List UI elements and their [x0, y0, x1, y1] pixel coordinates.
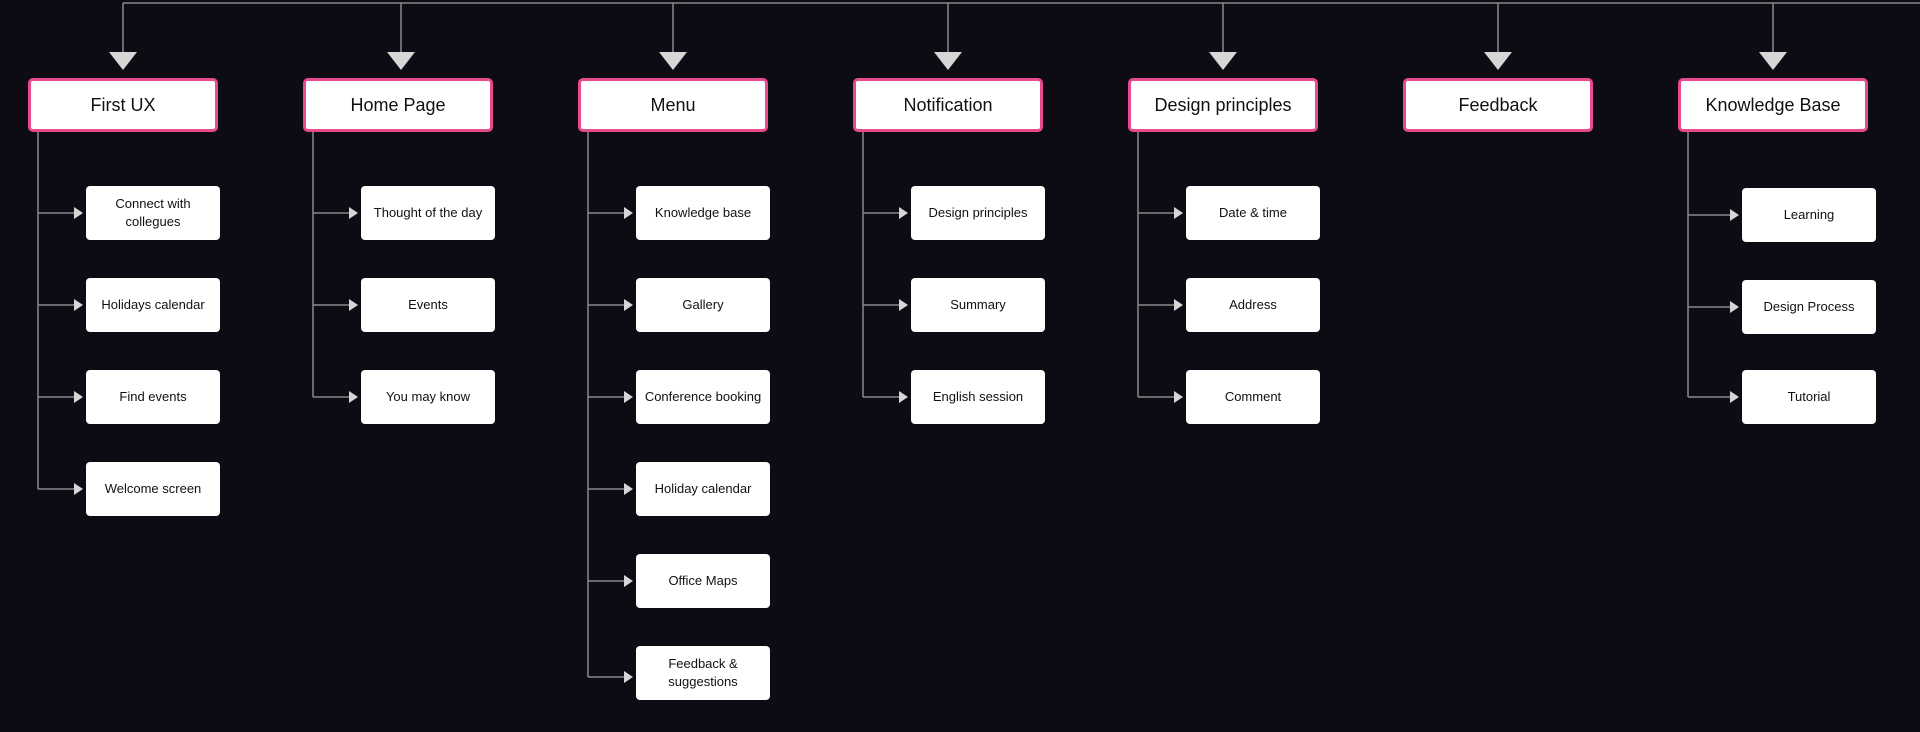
right-arrow-icon	[349, 207, 358, 219]
child-node[interactable]: Design principles	[911, 186, 1045, 240]
right-arrow-icon	[899, 207, 908, 219]
child-node[interactable]: Holiday calendar	[636, 462, 770, 516]
child-node[interactable]: Thought of the day	[361, 186, 495, 240]
root-node[interactable]: Menu	[578, 78, 768, 132]
child-node[interactable]: Connect with collegues	[86, 186, 220, 240]
root-node[interactable]: Knowledge Base	[1678, 78, 1868, 132]
right-arrow-icon	[624, 671, 633, 683]
down-arrow-icon	[387, 52, 415, 70]
right-arrow-icon	[624, 575, 633, 587]
right-arrow-icon	[1174, 207, 1183, 219]
child-node[interactable]: Events	[361, 278, 495, 332]
child-node[interactable]: Gallery	[636, 278, 770, 332]
right-arrow-icon	[74, 483, 83, 495]
right-arrow-icon	[1730, 391, 1739, 403]
child-node[interactable]: English session	[911, 370, 1045, 424]
right-arrow-icon	[1730, 209, 1739, 221]
down-arrow-icon	[1209, 52, 1237, 70]
child-node[interactable]: Learning	[1742, 188, 1876, 242]
root-node[interactable]: Design principles	[1128, 78, 1318, 132]
right-arrow-icon	[1730, 301, 1739, 313]
child-node[interactable]: Tutorial	[1742, 370, 1876, 424]
child-node[interactable]: Feedback & suggestions	[636, 646, 770, 700]
right-arrow-icon	[1174, 299, 1183, 311]
child-node[interactable]: Design Process	[1742, 280, 1876, 334]
down-arrow-icon	[109, 52, 137, 70]
child-node[interactable]: You may know	[361, 370, 495, 424]
right-arrow-icon	[624, 483, 633, 495]
root-node[interactable]: Feedback	[1403, 78, 1593, 132]
child-node[interactable]: Welcome screen	[86, 462, 220, 516]
child-node[interactable]: Holidays calendar	[86, 278, 220, 332]
right-arrow-icon	[624, 207, 633, 219]
right-arrow-icon	[899, 391, 908, 403]
down-arrow-icon	[1759, 52, 1787, 70]
root-node[interactable]: Home Page	[303, 78, 493, 132]
root-node[interactable]: First UX	[28, 78, 218, 132]
child-node[interactable]: Find events	[86, 370, 220, 424]
right-arrow-icon	[899, 299, 908, 311]
right-arrow-icon	[74, 299, 83, 311]
right-arrow-icon	[1174, 391, 1183, 403]
right-arrow-icon	[74, 391, 83, 403]
down-arrow-icon	[934, 52, 962, 70]
child-node[interactable]: Address	[1186, 278, 1320, 332]
child-node[interactable]: Knowledge base	[636, 186, 770, 240]
child-node[interactable]: Summary	[911, 278, 1045, 332]
down-arrow-icon	[1484, 52, 1512, 70]
child-node[interactable]: Office Maps	[636, 554, 770, 608]
right-arrow-icon	[74, 207, 83, 219]
right-arrow-icon	[624, 299, 633, 311]
child-node[interactable]: Conference booking	[636, 370, 770, 424]
right-arrow-icon	[349, 391, 358, 403]
right-arrow-icon	[624, 391, 633, 403]
right-arrow-icon	[349, 299, 358, 311]
root-node[interactable]: Notification	[853, 78, 1043, 132]
child-node[interactable]: Comment	[1186, 370, 1320, 424]
down-arrow-icon	[659, 52, 687, 70]
child-node[interactable]: Date & time	[1186, 186, 1320, 240]
